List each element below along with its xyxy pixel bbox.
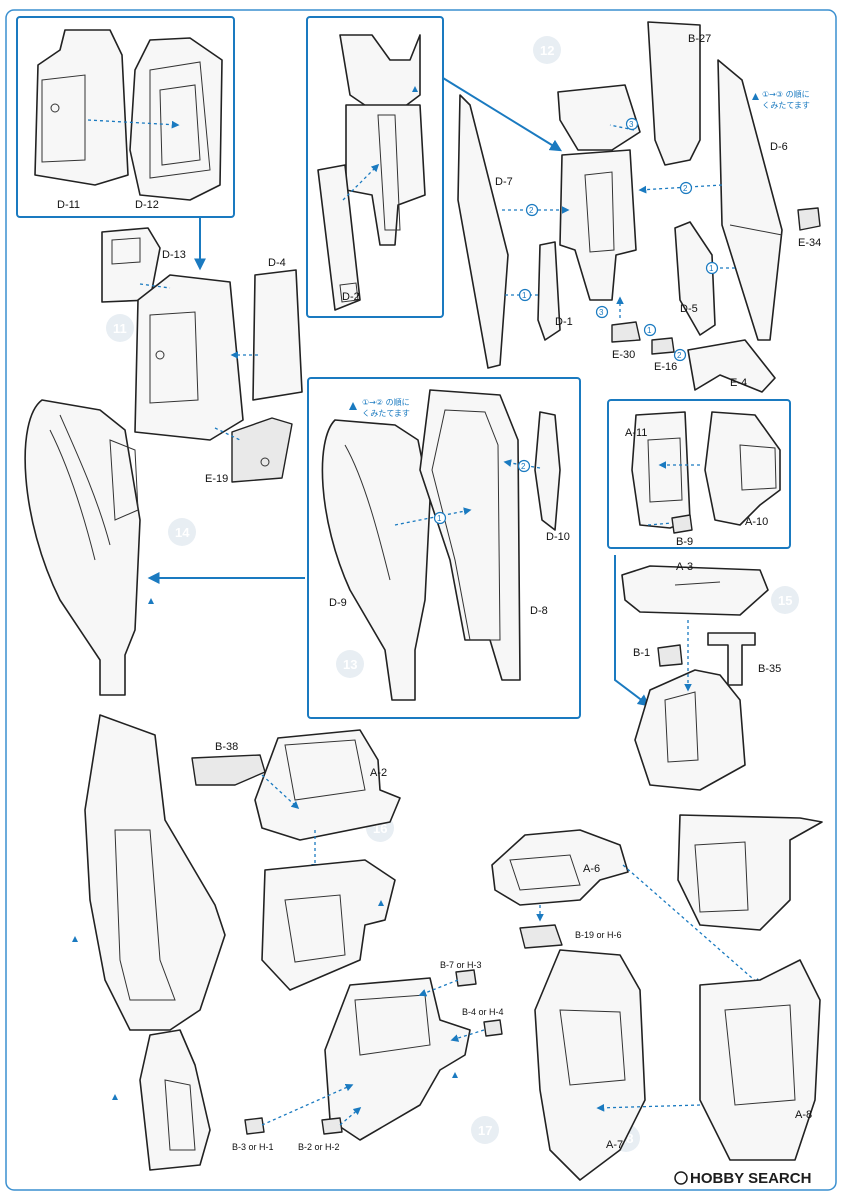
svg-text:13: 13	[343, 657, 357, 672]
svg-text:B-7 or H-3: B-7 or H-3	[440, 960, 482, 970]
svg-text:E-16: E-16	[654, 361, 677, 373]
subassembly-d2: D-2	[306, 16, 444, 318]
svg-text:E-30: E-30	[612, 349, 635, 361]
svg-text:B-19 or H-6: B-19 or H-6	[575, 930, 622, 940]
svg-text:B-9: B-9	[676, 536, 693, 548]
svg-text:D-10: D-10	[546, 531, 570, 543]
svg-text:1: 1	[522, 291, 527, 300]
subassembly-hip-joint: A-3 B-1 B-35	[621, 561, 781, 791]
svg-text:2: 2	[683, 184, 688, 193]
svg-text:D-4: D-4	[268, 257, 286, 269]
svg-text:E-4: E-4	[730, 377, 747, 389]
svg-text:D-6: D-6	[770, 141, 788, 153]
svg-text:A-11: A-11	[625, 427, 647, 439]
svg-text:B-4 or H-4: B-4 or H-4	[462, 1007, 504, 1017]
svg-text:12: 12	[540, 43, 554, 58]
svg-text:2: 2	[677, 351, 682, 360]
svg-text:HOBBY SEARCH: HOBBY SEARCH	[690, 1170, 811, 1187]
subassembly-a11-a10-b9: A-11 A-10 B-9	[607, 399, 791, 549]
svg-text:A-8: A-8	[795, 1109, 812, 1121]
svg-text:A-6: A-6	[583, 863, 600, 875]
svg-text:3: 3	[629, 120, 634, 129]
svg-text:B-38: B-38	[215, 741, 238, 753]
svg-text:D-1: D-1	[555, 316, 573, 328]
part-d11-shape	[34, 29, 129, 186]
svg-text:B-2 or H-2: B-2 or H-2	[298, 1142, 340, 1152]
svg-text:D-13: D-13	[162, 249, 186, 261]
svg-text:E-34: E-34	[798, 237, 821, 249]
label-d12: D-12	[135, 199, 159, 211]
svg-text:D-9: D-9	[329, 597, 347, 609]
svg-text:A-7: A-7	[606, 1139, 623, 1151]
svg-text:1: 1	[647, 326, 652, 335]
svg-text:11: 11	[113, 321, 127, 336]
leg-armor-left	[72, 714, 226, 1171]
subassembly-thigh-armor: D-7 2 3 D-1 1 E-30 3 E-16 1 2 E-4 D-5 D-…	[457, 21, 821, 393]
part-d12-shape	[129, 37, 223, 201]
svg-text:①→② の順に: ①→② の順に	[362, 398, 410, 407]
svg-text:A-2: A-2	[370, 767, 387, 779]
svg-text:A-3: A-3	[676, 561, 693, 573]
svg-text:A-10: A-10	[745, 516, 768, 528]
svg-text:14: 14	[175, 525, 190, 540]
svg-text:B-27: B-27	[688, 33, 711, 45]
svg-text:D-8: D-8	[530, 605, 548, 617]
watermark: HOBBY SEARCH	[674, 1170, 811, 1187]
leg-assembly-left	[24, 399, 154, 696]
svg-text:D-2: D-2	[342, 291, 360, 303]
subassembly-foot-right: A-6 B-19 or H-6 A-7 A-8	[491, 814, 823, 1181]
svg-text:くみたてます: くみたてます	[362, 409, 410, 418]
subassembly-d11-d12: D-11 D-12	[16, 16, 235, 218]
svg-text:B-3 or H-1: B-3 or H-1	[232, 1142, 274, 1152]
svg-text:D-5: D-5	[680, 303, 698, 315]
label-d11: D-11	[57, 199, 80, 211]
svg-text:15: 15	[778, 593, 792, 608]
subassembly-waist: B-38 A-2 B-7 or H-3 B-4 or H-4 B-3 or H-…	[191, 729, 504, 1152]
svg-text:くみたてます: くみたてます	[762, 101, 810, 110]
subassembly-lower-leg: D-13 D-4 E-19	[101, 227, 303, 485]
sheet-border	[5, 9, 837, 1191]
svg-text:B-1: B-1	[633, 647, 650, 659]
svg-text:1: 1	[709, 264, 714, 273]
svg-text:E-19: E-19	[205, 473, 228, 485]
svg-text:1: 1	[437, 514, 442, 523]
svg-text:①→③ の順に: ①→③ の順に	[762, 90, 810, 99]
svg-text:2: 2	[521, 462, 526, 471]
background-step-markers: 12 11 14 13 15 16 17 18	[106, 36, 799, 1152]
svg-text:2: 2	[529, 206, 534, 215]
svg-text:B-35: B-35	[758, 663, 781, 675]
svg-text:D-7: D-7	[495, 176, 513, 188]
svg-text:17: 17	[478, 1123, 492, 1138]
subassembly-d9-d8-d10: ①→② の順に くみたてます D-10 2 1 D-9 D-8	[307, 377, 581, 719]
svg-text:3: 3	[599, 308, 604, 317]
